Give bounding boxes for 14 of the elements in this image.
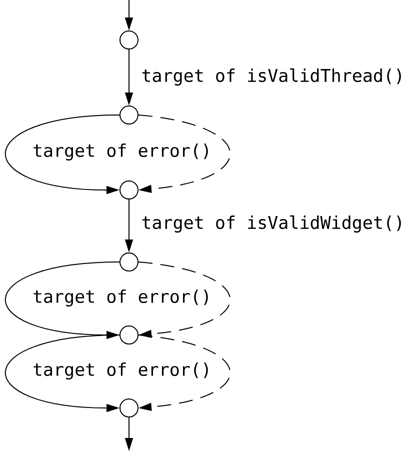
arrow: [138, 114, 231, 194]
node-circle: [120, 326, 138, 344]
arrow: [138, 262, 231, 338]
edge-label: target of error(): [34, 289, 208, 307]
node-circle: [120, 106, 138, 124]
node-circle: [120, 30, 138, 50]
node-circle: [120, 180, 138, 200]
node-circle: [120, 252, 138, 272]
edge-label: target of error(): [34, 362, 208, 380]
node-circle: [120, 398, 138, 418]
arrow: [138, 334, 231, 412]
edge-label: target of isValidWidget(): [142, 215, 401, 233]
edge-label: target of error(): [34, 143, 208, 161]
edge-label: target of isValidThread(): [142, 68, 401, 86]
